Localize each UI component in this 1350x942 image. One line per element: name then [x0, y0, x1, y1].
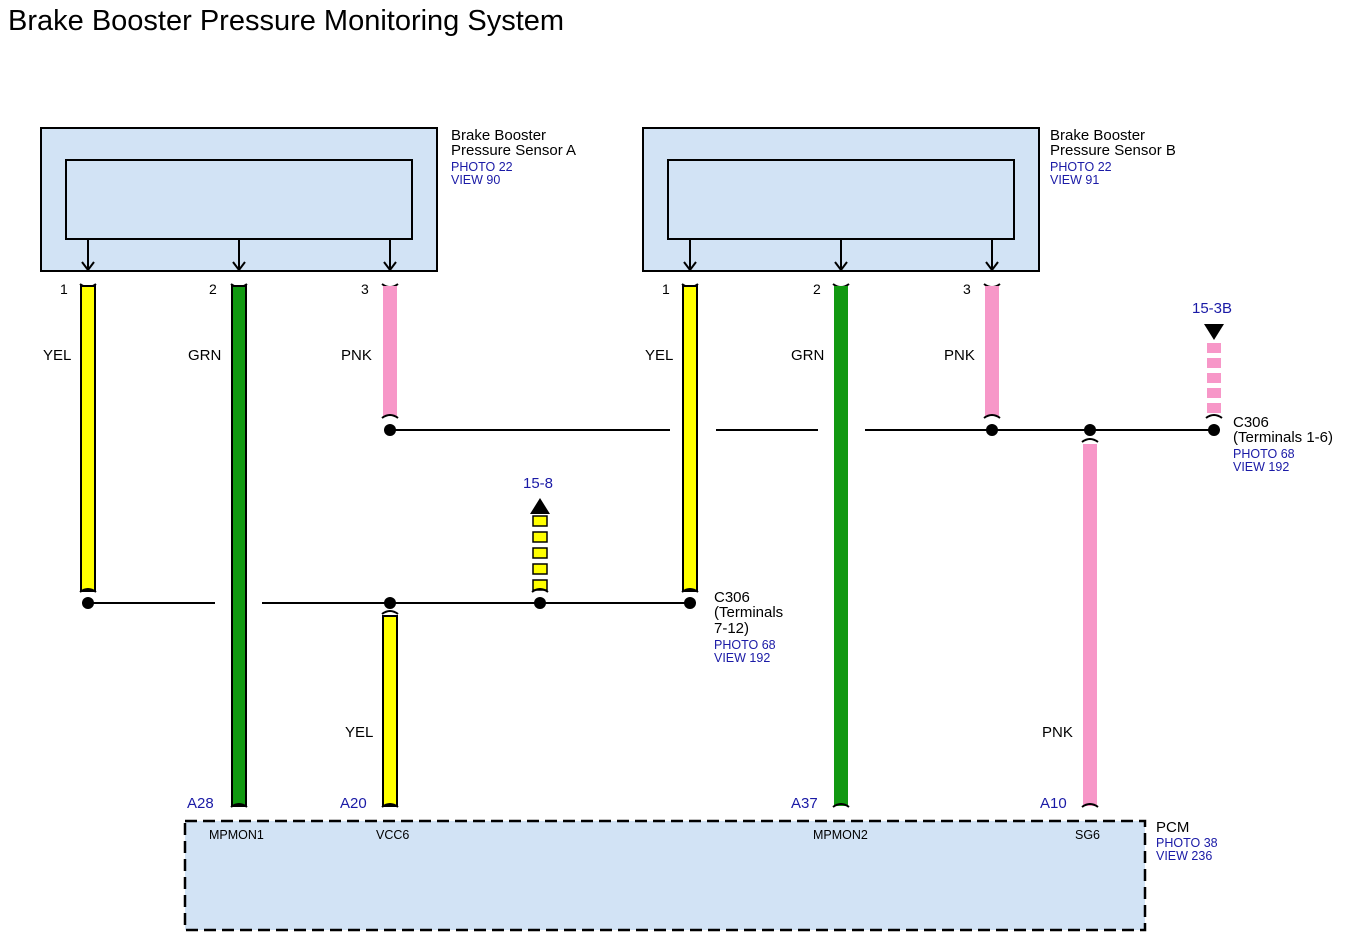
pcm-pin-a37: A37: [791, 795, 818, 812]
pcm-signal-vcc6: VCC6: [376, 828, 409, 842]
pcm-pin-a20: A20: [340, 795, 367, 812]
wire-a3-pnk: [381, 283, 399, 419]
c306-upper-name: C306: [1233, 414, 1269, 431]
pcm-photo-link[interactable]: PHOTO 38: [1156, 836, 1218, 850]
wire-b2-grn: [832, 283, 850, 808]
c306-upper-view-link[interactable]: VIEW 192: [1233, 460, 1289, 474]
down-triangle-icon: [1204, 324, 1224, 340]
sensor-b-photo-link[interactable]: PHOTO 22: [1050, 160, 1112, 174]
c306-upper-photo-link[interactable]: PHOTO 68: [1233, 447, 1295, 461]
sensor-a-name-line2: Pressure Sensor A: [451, 142, 576, 159]
ref-15-8-wire: [530, 498, 550, 593]
upper-splice-line: [384, 424, 1220, 436]
sensor-b-name-line2: Pressure Sensor B: [1050, 142, 1176, 159]
c306-lower-terminals-line1: (Terminals: [714, 604, 783, 621]
ref-15-3b-link[interactable]: 15-3B: [1192, 300, 1232, 317]
wire-sg-pnk: [1081, 438, 1099, 808]
wire-a1-yel: [79, 283, 97, 593]
c306-lower-view-link[interactable]: VIEW 192: [714, 651, 770, 665]
sensor-a-pin3-arrow-icon: [383, 261, 397, 272]
sensor-b-inner: [667, 159, 1015, 240]
pcm-name: PCM: [1156, 819, 1189, 836]
sensor-a-inner: [65, 159, 413, 240]
sensor-b-pin3-label: 3: [963, 281, 971, 297]
page-title: Brake Booster Pressure Monitoring System: [8, 5, 564, 37]
pcm-pin-a28: A28: [187, 795, 214, 812]
sensor-a-pin1-arrow-icon: [81, 261, 95, 272]
lower-splice-line: [82, 597, 696, 609]
sensor-a-name-line1: Brake Booster: [451, 127, 546, 144]
sensor-b-pin2-label: 2: [813, 281, 821, 297]
pcm-signal-mpmon2: MPMON2: [813, 828, 868, 842]
wire-b3-color-label: PNK: [944, 347, 975, 364]
pcm-pin-a10: A10: [1040, 795, 1067, 812]
ref-15-3b-wire: [1204, 324, 1224, 419]
c306-lower-terminals-line2: 7-12): [714, 620, 749, 637]
sensor-b-pin1-label: 1: [662, 281, 670, 297]
pcm-module: PCM PHOTO 38 VIEW 236 A28 MPMON1 A20 VCC…: [183, 795, 1218, 932]
wire-b3-pnk: [983, 283, 1001, 419]
wire-a2-color-label: GRN: [188, 347, 221, 364]
sensor-b-name-line1: Brake Booster: [1050, 127, 1145, 144]
sensor-a-pin2-arrow-icon: [232, 261, 246, 272]
sensor-a: Brake Booster Pressure Sensor A PHOTO 22…: [40, 127, 576, 297]
wire-b2-color-label: GRN: [791, 347, 824, 364]
wire-a3-color-label: PNK: [341, 347, 372, 364]
c306-lower-name: C306: [714, 589, 750, 606]
ref-15-8-link[interactable]: 15-8: [523, 475, 553, 492]
sensor-a-pin2-label: 2: [209, 281, 217, 297]
sensor-a-view-link[interactable]: VIEW 90: [451, 173, 500, 187]
sensor-b-pin2-arrow-icon: [834, 261, 848, 272]
wire-vcc-yel: [381, 610, 399, 808]
wire-sg-color-label: PNK: [1042, 724, 1073, 741]
wire-a2-grn: [230, 283, 248, 808]
sensor-a-pin3-label: 3: [361, 281, 369, 297]
pcm-signal-mpmon1: MPMON1: [209, 828, 264, 842]
wire-vcc-color-label: YEL: [345, 724, 373, 741]
wire-b1-yel: [681, 283, 699, 593]
sensor-b: Brake Booster Pressure Sensor B PHOTO 22…: [642, 127, 1176, 297]
up-triangle-icon: [530, 498, 550, 514]
sensor-b-pin1-arrow-icon: [683, 261, 697, 272]
pcm-signal-sg6: SG6: [1075, 828, 1100, 842]
sensor-a-photo-link[interactable]: PHOTO 22: [451, 160, 513, 174]
c306-upper-terminals: (Terminals 1-6): [1233, 429, 1333, 446]
sensor-a-pin1-label: 1: [60, 281, 68, 297]
wire-b1-color-label: YEL: [645, 347, 673, 364]
c306-lower-photo-link[interactable]: PHOTO 68: [714, 638, 776, 652]
pcm-view-link[interactable]: VIEW 236: [1156, 849, 1212, 863]
sensor-b-view-link[interactable]: VIEW 91: [1050, 173, 1099, 187]
pcm-body: [183, 819, 1147, 932]
sensor-b-pin3-arrow-icon: [985, 261, 999, 272]
wire-a1-color-label: YEL: [43, 347, 71, 364]
